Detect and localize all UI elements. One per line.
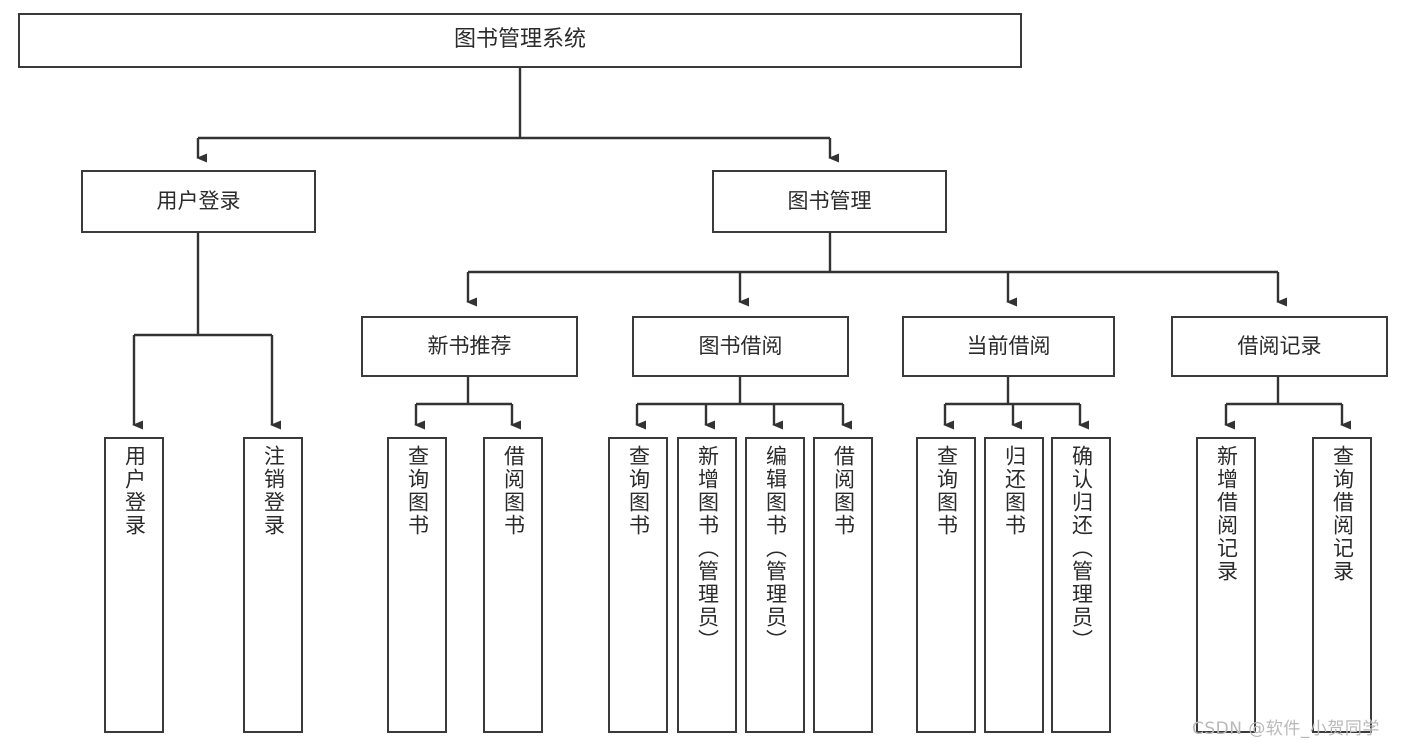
node-leaf-query-book-3-label: 查询图书 [934,445,959,537]
node-leaf-query-book-1-label: 查询图书 [405,445,430,537]
node-leaf-query-book-1[interactable]: 查询图书 [387,437,447,733]
node-user-login-label: 用户登录 [156,188,241,213]
node-borrow-record-label: 借阅记录 [1237,333,1322,358]
csdn-watermark: CSDN @软件_小贺同学 [1192,719,1380,739]
node-book-manage[interactable]: 图书管理 [712,170,947,233]
node-root[interactable]: 图书管理系统 [18,13,1022,68]
node-leaf-confirm-return-label: 确认归还（管理员） [1069,445,1094,652]
node-leaf-add-record[interactable]: 新增借阅记录 [1196,437,1256,733]
node-leaf-add-record-label: 新增借阅记录 [1214,445,1239,583]
node-leaf-edit-book[interactable]: 编辑图书（管理员） [745,437,805,733]
node-book-borrow-label: 图书借阅 [698,333,783,358]
node-current-borrow[interactable]: 当前借阅 [902,316,1115,377]
node-book-manage-label: 图书管理 [787,188,872,213]
node-leaf-user-login-label: 用户登录 [122,445,147,537]
node-leaf-return-book-label: 归还图书 [1002,445,1027,537]
node-leaf-user-login[interactable]: 用户登录 [104,437,164,733]
node-leaf-borrow-book-1[interactable]: 借阅图书 [483,437,543,733]
node-new-book-rec-label: 新书推荐 [427,333,512,358]
node-leaf-borrow-book-1-label: 借阅图书 [501,445,526,537]
node-leaf-borrow-book-2-label: 借阅图书 [831,445,856,537]
node-leaf-query-book-2-label: 查询图书 [626,445,651,537]
node-leaf-confirm-return[interactable]: 确认归还（管理员） [1051,437,1111,733]
node-leaf-logout-label: 注销登录 [261,445,286,537]
node-leaf-query-book-2[interactable]: 查询图书 [608,437,668,733]
node-leaf-edit-book-label: 编辑图书（管理员） [763,445,788,652]
node-borrow-record[interactable]: 借阅记录 [1171,316,1388,377]
node-leaf-logout[interactable]: 注销登录 [243,437,303,733]
node-new-book-rec[interactable]: 新书推荐 [361,316,578,377]
node-root-label: 图书管理系统 [453,27,586,53]
node-leaf-borrow-book-2[interactable]: 借阅图书 [813,437,873,733]
node-user-login[interactable]: 用户登录 [81,170,316,233]
node-leaf-add-book[interactable]: 新增图书（管理员） [677,437,737,733]
node-book-borrow[interactable]: 图书借阅 [632,316,849,377]
node-leaf-query-record[interactable]: 查询借阅记录 [1312,437,1372,733]
node-leaf-query-record-label: 查询借阅记录 [1330,445,1355,583]
node-leaf-query-book-3[interactable]: 查询图书 [916,437,976,733]
node-current-borrow-label: 当前借阅 [966,333,1051,358]
node-leaf-add-book-label: 新增图书（管理员） [695,445,720,652]
node-leaf-return-book[interactable]: 归还图书 [984,437,1044,733]
